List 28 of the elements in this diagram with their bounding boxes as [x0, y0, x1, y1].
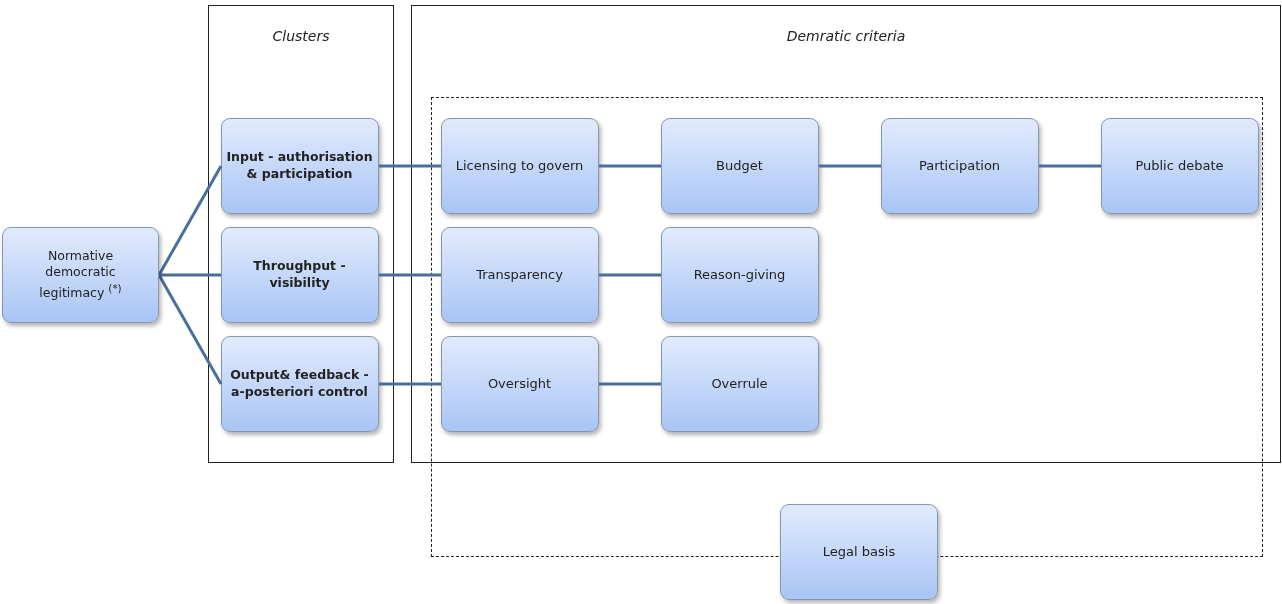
group-panel	[208, 5, 394, 463]
process-box: Participation	[880, 117, 1039, 214]
process-box: Overrule	[660, 335, 819, 432]
process-box: Licensing to govern	[440, 117, 599, 214]
connector-line	[599, 164, 661, 168]
connector-line	[159, 273, 221, 277]
connector-line	[599, 382, 661, 386]
connector-line	[379, 382, 441, 386]
connector-line	[379, 273, 441, 277]
panel-title: Demratic criteria	[785, 28, 907, 44]
panel-title: Clusters	[271, 28, 331, 44]
connector-line	[157, 165, 223, 276]
cluster-box: Input - authorisation & participation	[220, 117, 379, 214]
process-box: Legal basis	[780, 504, 938, 600]
connector-line	[819, 164, 881, 168]
process-box: Normative democratic legitimacy $^{(*)}$	[2, 227, 159, 323]
group-panel	[411, 5, 1281, 463]
process-box: Reason-giving	[660, 226, 819, 323]
process-box: Oversight	[440, 335, 599, 432]
connector-line	[157, 274, 223, 385]
cluster-box: Output& feedback - a-posteriori control	[220, 335, 379, 432]
cluster-box: Throughput - visibility	[220, 226, 379, 323]
connector-line	[599, 273, 661, 277]
connector-line	[1039, 164, 1101, 168]
process-box: Budget	[660, 117, 819, 214]
process-box: Transparency	[440, 226, 599, 323]
process-box: Public debate	[1100, 117, 1259, 214]
connector-line	[379, 164, 441, 168]
